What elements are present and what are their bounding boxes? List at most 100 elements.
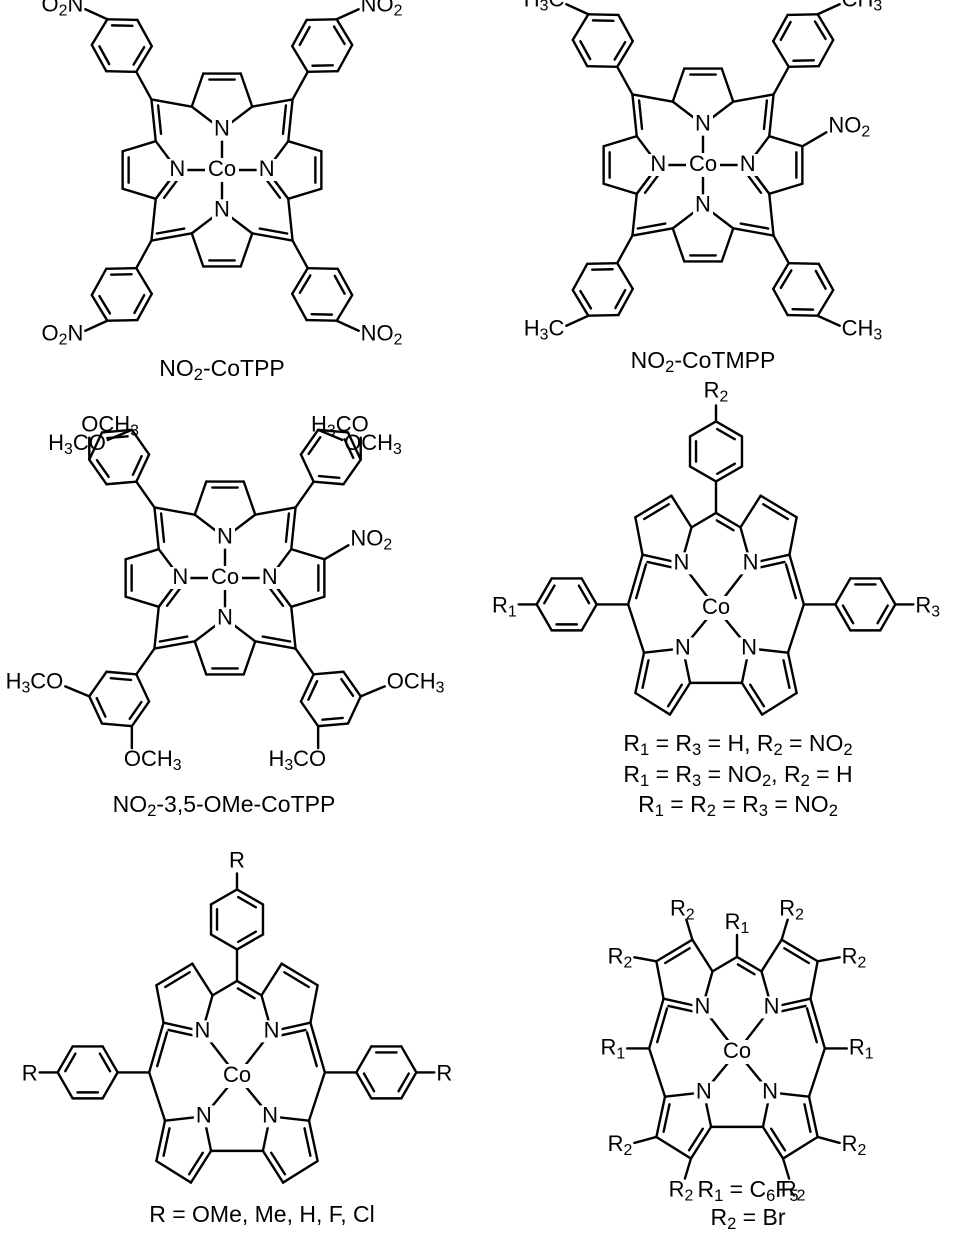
double-bond-inner <box>784 563 797 600</box>
bond <box>807 1095 819 1139</box>
bond <box>631 93 638 138</box>
bond <box>768 93 775 138</box>
aromatic-bond <box>306 266 339 270</box>
double-bond-inner <box>779 269 793 290</box>
label-background <box>760 1081 781 1104</box>
bond <box>634 516 644 556</box>
aromatic-bond <box>305 318 338 322</box>
bond <box>602 134 638 148</box>
double-bond-inner <box>156 1031 169 1068</box>
double-bond-inner <box>749 683 766 708</box>
aromatic-bond <box>101 1045 119 1074</box>
aromatic-bond <box>299 428 320 456</box>
double-bond-inner <box>270 1151 287 1176</box>
double-bond-inner <box>762 503 789 521</box>
label-background <box>260 1105 281 1128</box>
bond <box>239 72 254 108</box>
aromatic-bond <box>587 13 620 17</box>
aromatic-bond <box>136 292 153 322</box>
aromatic-bond <box>100 428 134 434</box>
aromatic-bond <box>787 65 820 69</box>
bond <box>690 511 718 529</box>
bond <box>720 67 735 103</box>
bond <box>323 544 350 561</box>
double-bond-inner <box>156 104 163 136</box>
nitrogen-label: N <box>262 564 278 589</box>
r-label: R <box>22 1060 38 1085</box>
bond <box>193 640 208 676</box>
double-bond-inner <box>662 1103 671 1133</box>
aromatic-bond <box>772 287 789 317</box>
double-bond-inner <box>715 427 737 441</box>
bond <box>150 197 157 242</box>
bond <box>124 595 160 608</box>
bond <box>668 681 692 716</box>
double-bond-inner <box>109 676 133 682</box>
bond <box>153 605 160 650</box>
aromatic-bond <box>817 38 835 68</box>
bond <box>634 691 672 716</box>
r1-label: R1 <box>600 1034 625 1062</box>
cobalt-label: Co <box>223 1062 251 1087</box>
bond <box>781 1135 819 1160</box>
double-bond-inner <box>95 696 107 718</box>
cobalt-label: Co <box>723 1038 751 1063</box>
methyl-group-label: H3C <box>524 316 565 344</box>
aromatic-bond <box>136 18 153 48</box>
label-background <box>693 194 713 217</box>
bond <box>807 1047 827 1098</box>
aromatic-bond <box>106 18 139 22</box>
double-bond-inner <box>814 269 827 290</box>
double-bond-inner <box>305 1031 318 1068</box>
bond <box>242 640 257 676</box>
bond <box>626 603 646 654</box>
bond <box>150 98 193 108</box>
r2-label: R2 <box>608 1131 633 1159</box>
r1-label: R1 <box>492 592 517 620</box>
nitrogen-label: N <box>695 191 711 216</box>
aromatic-bond <box>617 13 634 43</box>
bond <box>768 134 804 148</box>
methoxy-group-label: OCH3 <box>344 430 402 458</box>
double-bond-inner <box>762 99 769 131</box>
aryl-bond <box>772 234 790 265</box>
double-bond-inner <box>613 40 627 61</box>
aromatic-bond <box>586 261 619 265</box>
double-bond-inner <box>777 1004 807 1014</box>
bond <box>633 956 658 963</box>
aryl-bond <box>294 480 315 509</box>
aromatic-bond <box>400 1045 418 1074</box>
bond <box>290 595 326 608</box>
aromatic-bond <box>879 577 897 606</box>
aromatic-bond <box>617 287 634 317</box>
aromatic-bond <box>346 695 362 725</box>
nitrogen-label: N <box>214 115 230 140</box>
aromatic-bond <box>135 266 153 296</box>
bond <box>760 938 783 973</box>
double-bond-inner <box>236 987 256 1000</box>
double-bond-inner <box>664 947 691 965</box>
bond <box>647 997 665 1050</box>
r2-label: R2 <box>704 377 729 405</box>
bond <box>64 685 91 698</box>
double-bond-inner <box>715 519 735 532</box>
aromatic-bond <box>335 293 354 322</box>
bond <box>631 227 674 237</box>
double-bond-inner <box>298 274 312 295</box>
bond <box>190 232 205 268</box>
bond <box>780 918 789 941</box>
r1-label: R1 <box>725 909 750 937</box>
aromatic-bond <box>816 13 835 42</box>
aromatic-bond <box>100 722 134 728</box>
aromatic-bond <box>342 458 362 486</box>
bond <box>816 956 841 963</box>
double-bond-inner <box>165 585 183 607</box>
bond <box>760 691 798 716</box>
double-bond-inner <box>258 227 289 235</box>
aromatic-bond <box>56 1071 74 1100</box>
aromatic-bond <box>291 18 308 48</box>
aromatic-bond <box>772 261 790 291</box>
bond <box>106 428 134 442</box>
aromatic-bond <box>90 267 108 297</box>
